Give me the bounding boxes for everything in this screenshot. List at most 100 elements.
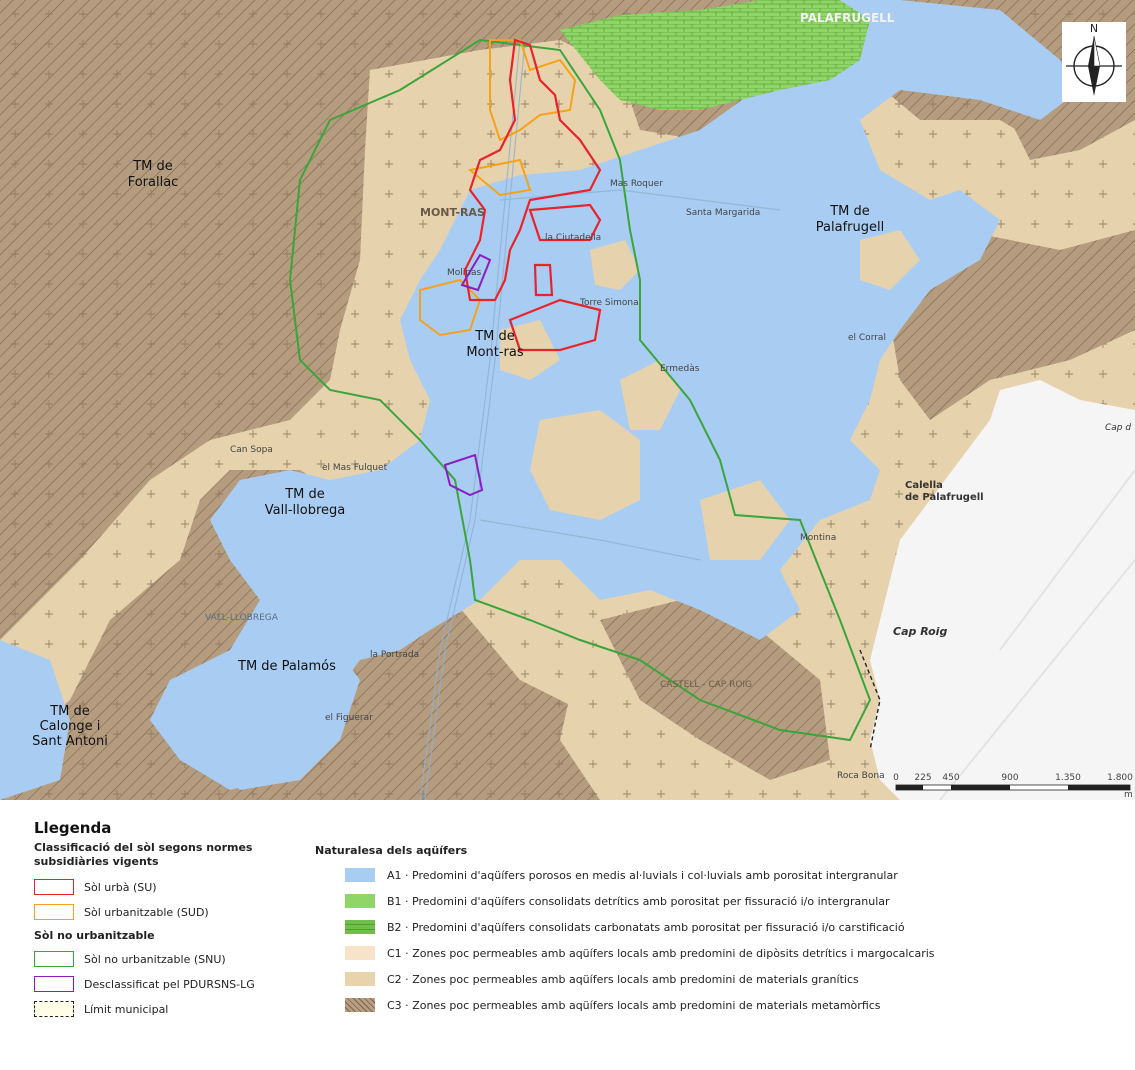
snu-boundary[interactable] xyxy=(288,38,872,742)
aquifer-code-a1: A1 xyxy=(387,868,402,882)
tm-calonge-line3: Sant Antoni xyxy=(32,734,108,749)
legend-title: Llegenda xyxy=(34,819,112,837)
legend-aquifer-b1: B1 · Predomini d'aqüífers consolidats de… xyxy=(345,894,890,908)
scale-tick-5: 1.800 xyxy=(1107,773,1133,783)
aquifer-code-c2: C2 xyxy=(387,972,402,986)
aquifer-text-c1: Zones poc permeables amb aqüífers locals… xyxy=(412,946,935,960)
place-roca-bona: Roca Bona xyxy=(837,771,885,781)
legend-label-su: Sòl urbà (SU) xyxy=(84,880,157,894)
aquifer-text-b1: Predomini d'aqüífers consolidats detríti… xyxy=(412,894,890,908)
legend-aquifer-c2: C2 · Zones poc permeables amb aqüífers l… xyxy=(345,972,859,986)
sea-area-lines xyxy=(939,469,1135,800)
tm-montras-line2: Mont-ras xyxy=(466,345,524,360)
place-molinas: Molinas xyxy=(447,268,481,278)
tm-vallllobrega-line1: TM de xyxy=(284,487,325,502)
place-ermedas: Ermedàs xyxy=(660,364,700,374)
tm-vallllobrega-line2: Vall-llobrega xyxy=(265,503,345,518)
classification-heading-line2: subsidiàries vigents xyxy=(34,855,159,868)
place-el-mas-fulquet: el Mas Fulquet xyxy=(322,463,388,473)
municipal-limit[interactable] xyxy=(859,649,881,751)
swatch-b1 xyxy=(345,894,375,908)
no-urbanitzable-heading: Sòl no urbanitzable xyxy=(34,929,155,942)
place-montina: Montina xyxy=(800,533,836,543)
scale-tick-1: 225 xyxy=(914,773,931,783)
north-label: N xyxy=(1090,22,1098,35)
place-el-corral: el Corral xyxy=(848,333,886,343)
aquifer-text-b2: Predomini d'aqüífers consolidats carbona… xyxy=(412,920,905,934)
tm-montras-line1: TM de xyxy=(474,329,515,344)
scale-unit: m xyxy=(1124,790,1133,800)
north-arrow: N xyxy=(1062,22,1126,102)
su-areas[interactable] xyxy=(463,38,602,352)
place-el-figuerar: el Figuerar xyxy=(325,713,373,723)
scale-tick-0: 0 xyxy=(893,773,899,783)
legend-item-sud: Sòl urbanitzable (SUD) xyxy=(34,904,209,920)
aquifer-text-c2: Zones poc permeables amb aqüífers locals… xyxy=(412,972,859,986)
zone-b1 xyxy=(560,0,870,110)
place-la-portrada: la Portrada xyxy=(370,650,419,660)
classification-heading: Classificació del sòl segons normes subs… xyxy=(34,841,252,869)
scale-tick-2: 450 xyxy=(942,773,959,783)
tm-calonge-line1: TM de xyxy=(49,704,90,719)
legend-aquifer-b2: B2 · Predomini d'aqüífers consolidats ca… xyxy=(345,920,905,934)
palafrugell-town: PALAFRUGELL xyxy=(800,11,895,25)
tm-forallac-line2: Forallac xyxy=(128,175,179,190)
swatch-c2 xyxy=(345,972,375,986)
legend-item-declassified: Desclassificat pel PDURSNS-LG xyxy=(34,976,255,992)
cap-label: Cap d xyxy=(1105,423,1131,433)
aquifers-heading: Naturalesa dels aqüífers xyxy=(315,844,468,857)
tm-palafrugell-line2: Palafrugell xyxy=(816,220,884,235)
aquifer-code-c1: C1 xyxy=(387,946,402,960)
declassified-areas[interactable] xyxy=(443,253,492,497)
montras-town: MONT-RAS xyxy=(420,206,485,219)
scale-tick-3: 900 xyxy=(1001,773,1018,783)
legend-label-snu: Sòl no urbanitzable (SNU) xyxy=(84,952,226,966)
swatch-c3 xyxy=(345,998,375,1012)
vallllobrega-town: VALL-LLOBREGA xyxy=(205,613,279,623)
place-mas-roquer: Mas Roquer xyxy=(610,179,663,189)
legend: Llegenda Classificació del sòl segons no… xyxy=(0,800,1135,1070)
legend-aquifer-a1: A1 · Predomini d'aqüífers porosos en med… xyxy=(345,868,898,882)
swatch-b2 xyxy=(345,920,375,934)
aquifer-code-b1: B1 xyxy=(387,894,402,908)
swatch-a1 xyxy=(345,868,375,882)
calella-line2: de Palafrugell xyxy=(905,492,984,503)
sud-areas[interactable] xyxy=(419,39,577,337)
tm-calonge-line2: Calonge i xyxy=(40,719,101,734)
legend-item-snu: Sòl no urbanitzable (SNU) xyxy=(34,951,226,967)
swatch-sud xyxy=(34,904,74,920)
sea-area xyxy=(870,380,1135,800)
zone-c2-islands xyxy=(500,230,920,560)
cap-roig: Cap Roig xyxy=(893,625,947,638)
tm-forallac-line1: TM de xyxy=(132,159,173,174)
scale-tick-4: 1.350 xyxy=(1055,773,1081,783)
legend-label-sud: Sòl urbanitzable (SUD) xyxy=(84,905,209,919)
calella-line1: Calella xyxy=(905,480,943,491)
legend-aquifer-c1: C1 · Zones poc permeables amb aqüífers l… xyxy=(345,946,935,960)
aquifer-code-c3: C3 xyxy=(387,998,402,1012)
swatch-c1 xyxy=(345,946,375,960)
legend-label-municipal-limit: Límit municipal xyxy=(84,1002,169,1016)
place-santa-margarida: Santa Margarida xyxy=(686,208,760,218)
place-can-sopa: Can Sopa xyxy=(230,445,273,455)
castell-cap-roig: CASTELL - CAP ROIG xyxy=(660,680,752,690)
tm-palafrugell-line1: TM de xyxy=(829,204,870,219)
zone-a1 xyxy=(0,0,1080,800)
swatch-municipal-limit xyxy=(34,1001,74,1017)
legend-item-su: Sòl urbà (SU) xyxy=(34,879,157,895)
place-torre-simona: Torre Simona xyxy=(579,298,639,308)
classification-heading-line1: Classificació del sòl segons normes xyxy=(34,841,253,854)
swatch-su xyxy=(34,879,74,895)
legend-item-municipal-limit: Límit municipal xyxy=(34,1001,168,1017)
place-la-ciutadella: la Ciutadella xyxy=(545,233,601,243)
tm-palamos: TM de Palamós xyxy=(237,659,336,674)
swatch-snu xyxy=(34,951,74,967)
